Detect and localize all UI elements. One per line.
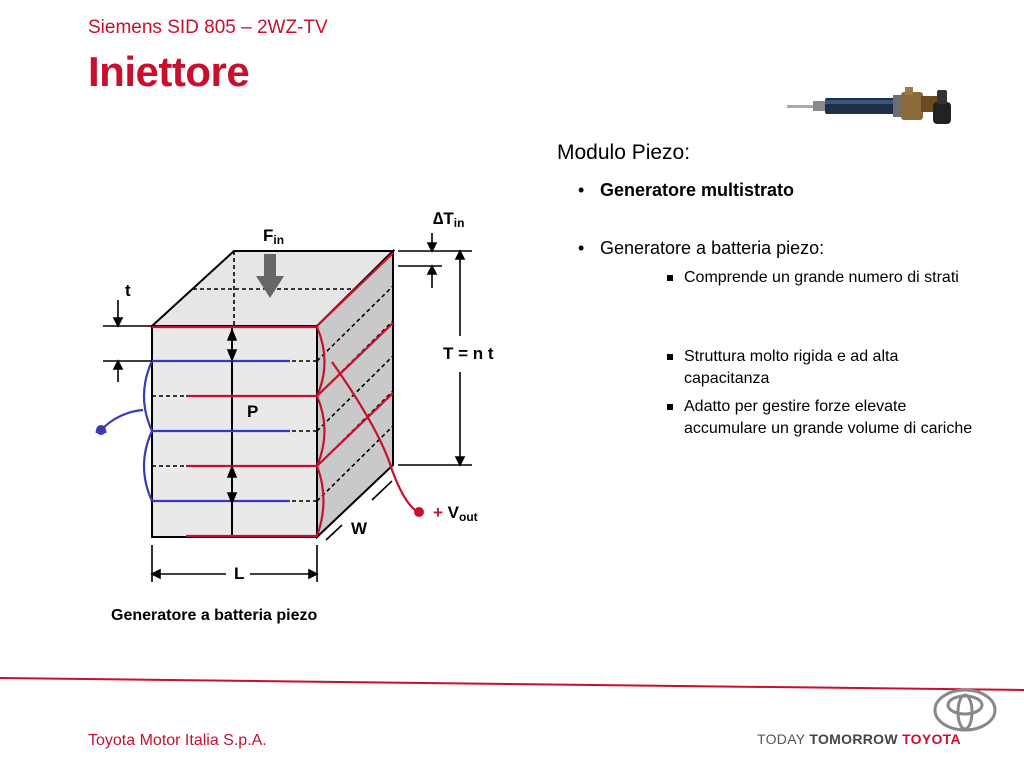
force-label: Fin — [263, 226, 285, 247]
vout-terminal-icon — [414, 507, 424, 517]
length-label: L — [234, 564, 245, 583]
minus-terminal-icon — [96, 425, 106, 435]
minus-label: – — [95, 418, 108, 443]
delta-t-label: ∆Tin — [433, 209, 465, 230]
brand-tagline: TODAY TOMORROW TOYOTA — [757, 731, 961, 747]
total-height-label: T = n t — [443, 344, 494, 363]
company-name: Toyota Motor Italia S.p.A. — [88, 732, 267, 749]
pressure-label: P — [247, 402, 259, 421]
square-bullet-icon — [667, 404, 673, 410]
bullet-label: Generatore a batteria piezo: — [600, 238, 825, 258]
slide-title: Iniettore — [88, 48, 250, 95]
square-bullet-icon — [667, 275, 673, 281]
bullet-label: Generatore multistrato — [600, 180, 795, 200]
section-title: Modulo Piezo: — [557, 141, 691, 164]
toyota-logo-icon — [933, 688, 997, 732]
injector-image — [787, 87, 951, 124]
footer-divider — [0, 677, 1024, 691]
diagram-caption: Generatore a batteria piezo — [111, 607, 318, 624]
width-label: W — [351, 519, 368, 538]
slide-subtitle: Siemens SID 805 – 2WZ-TV — [88, 17, 328, 38]
square-bullet-icon — [667, 354, 673, 360]
layer-thickness-label: t — [125, 281, 131, 300]
vout-label: + Vout — [433, 503, 478, 524]
